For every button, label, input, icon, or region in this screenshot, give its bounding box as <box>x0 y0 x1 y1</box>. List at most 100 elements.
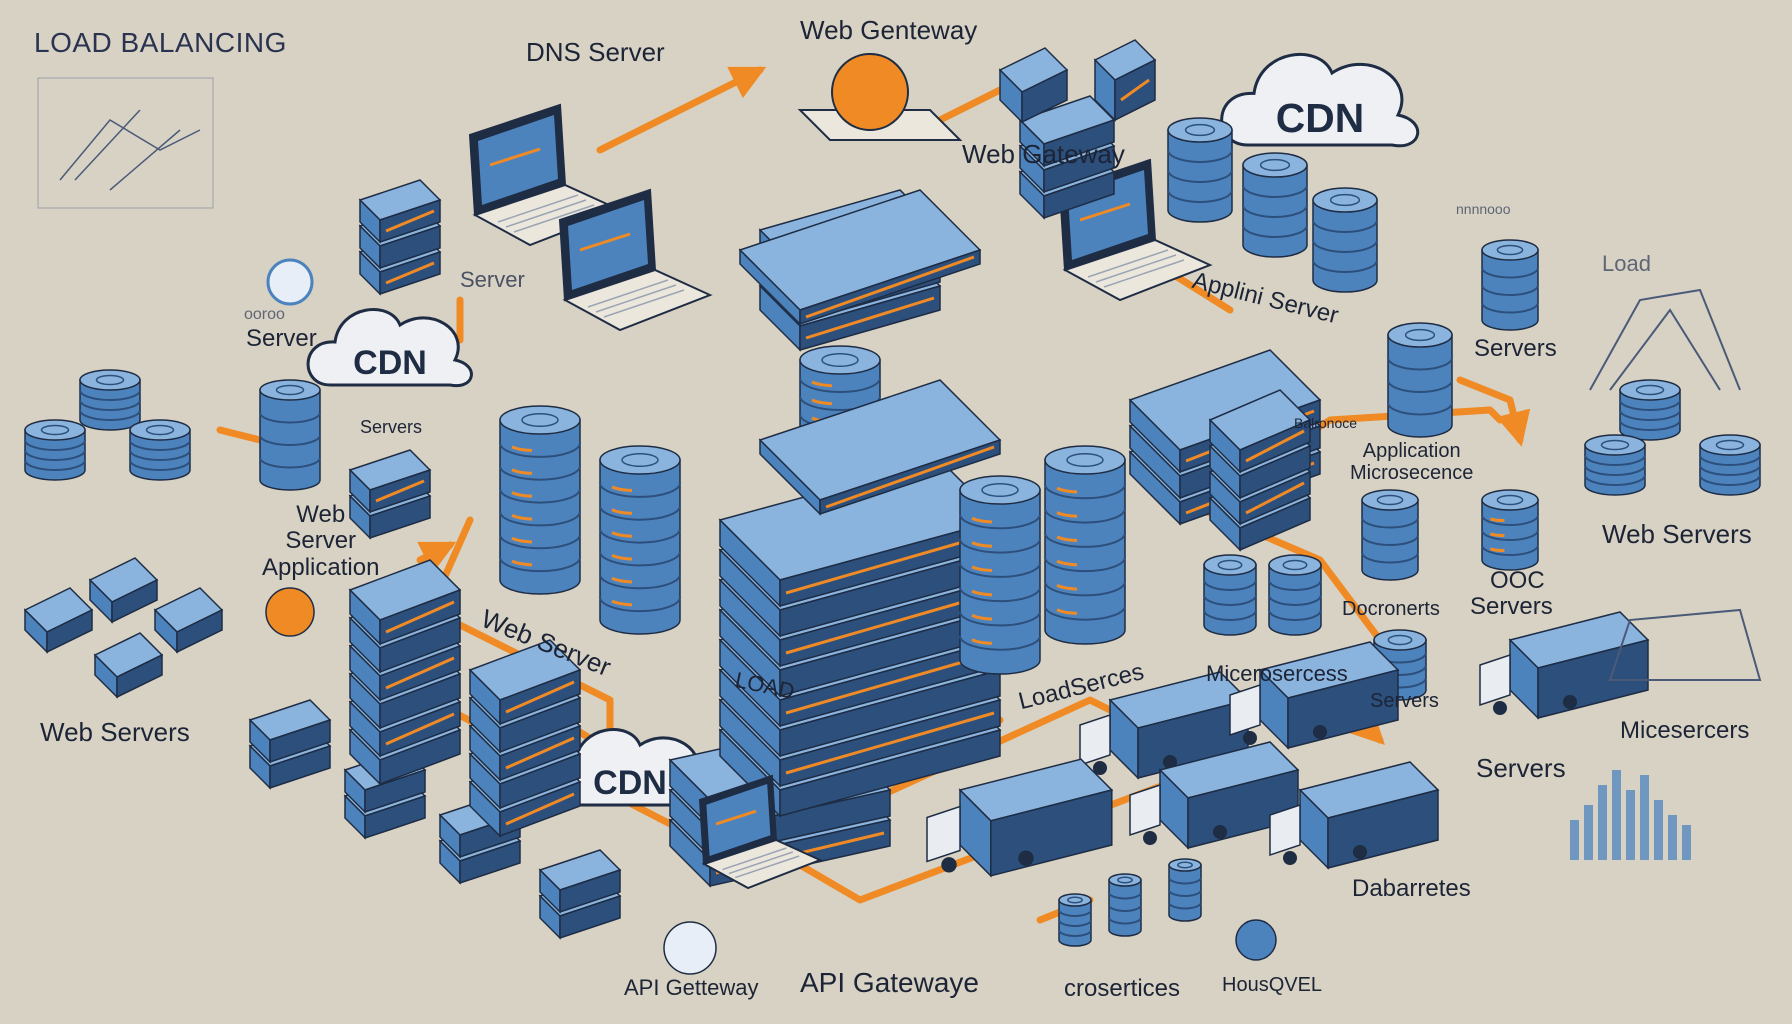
database-cylinder <box>1108 873 1142 937</box>
svg-text:CDN: CDN <box>593 764 667 802</box>
truck-cargo <box>1298 761 1440 870</box>
label-servers-small: Servers <box>360 417 423 437</box>
platform-layer <box>738 189 982 326</box>
sketch-frame <box>37 77 214 209</box>
diagram-title: LOAD BALANCING <box>34 27 287 58</box>
database-cylinder <box>1481 239 1539 331</box>
database-cylinder <box>1268 554 1322 636</box>
label-servers-upper-right-caption: nnnnooo <box>1456 201 1511 217</box>
label-web-server-application: Web Server Application <box>262 501 380 581</box>
database-cylinder <box>1699 434 1761 496</box>
server-unit <box>468 639 582 726</box>
label-servers-small-right: Servers <box>1370 690 1439 712</box>
database-cylinder <box>1044 445 1126 645</box>
database-cylinder <box>1361 489 1419 581</box>
laptop <box>468 103 623 247</box>
bar-graphic-bar <box>1654 800 1663 860</box>
bar-graphic-bar <box>1570 820 1579 860</box>
server-rack <box>248 699 332 790</box>
server-unit <box>248 699 332 764</box>
laptop <box>698 774 823 890</box>
server-unit <box>1208 389 1312 474</box>
database-cylinder <box>1168 858 1202 922</box>
label-servers-right-mid: Servers <box>1476 753 1566 783</box>
label-web-servers-left: Web Servers <box>40 717 190 747</box>
server-rack <box>348 449 432 540</box>
bar-graphic-bar <box>1584 805 1593 860</box>
database-cylinder <box>1058 893 1092 947</box>
right-databases <box>1058 117 1761 947</box>
left-databases <box>24 369 321 491</box>
connection-line <box>216 426 264 444</box>
server-unit <box>358 179 442 244</box>
bar-graphic-bar <box>1626 790 1635 860</box>
laptop <box>558 188 713 332</box>
database-cylinder <box>1619 379 1681 441</box>
label-micesercers: Micesercers <box>1620 717 1750 744</box>
server-unit <box>1093 39 1157 122</box>
delivery-truck <box>1269 761 1440 870</box>
server-unit <box>88 557 159 624</box>
delivery-truck <box>1479 611 1650 720</box>
connection-line <box>1456 376 1531 447</box>
connection-line <box>596 66 767 154</box>
label-micerosercess: Micerosercess <box>1206 661 1348 686</box>
database-cylinder <box>79 369 141 431</box>
server-rack <box>538 849 622 940</box>
database-cylinder <box>1481 489 1539 571</box>
server-unit <box>998 47 1069 124</box>
label-crosertices: crosertices <box>1064 975 1181 1002</box>
cdn-cloud-icon: CDN <box>306 308 473 388</box>
label-api-getteway: API Getteway <box>624 975 759 1000</box>
trucks <box>926 611 1650 878</box>
label-web-genteway: Web Genteway <box>800 15 978 45</box>
server-rack <box>348 559 462 786</box>
server-rack <box>718 459 1002 818</box>
bar-graphic <box>1570 770 1691 860</box>
server-rack <box>1018 95 1116 220</box>
database-cylinder <box>259 379 321 491</box>
svg-text:CDN: CDN <box>1276 95 1364 141</box>
label-api-gatewaye: API Gatewaye <box>800 967 979 998</box>
label-housqvel: HousQVEL <box>1222 974 1323 996</box>
database-cylinder <box>959 475 1041 675</box>
server-unit <box>93 632 164 699</box>
server-unit <box>23 587 94 654</box>
database-cylinder <box>499 405 581 595</box>
server-unit <box>538 849 622 914</box>
server-unit <box>1018 95 1116 168</box>
server-rack <box>1208 389 1312 552</box>
bar-graphic-bar <box>1640 775 1649 860</box>
bar-graphic-bar <box>1682 825 1691 860</box>
database-cylinder <box>1312 187 1378 293</box>
label-web-gateway: Web Gateway <box>962 139 1125 169</box>
sketch-figures-right <box>1589 288 1762 681</box>
database-cylinder <box>599 445 681 635</box>
label-servers-ooc: Servers <box>1470 593 1553 620</box>
server-rack <box>358 179 442 296</box>
database-cylinder <box>1167 117 1233 223</box>
database-cylinder <box>1203 554 1257 636</box>
label-balronoce: Balronoce <box>1294 415 1358 431</box>
delivery-truck <box>926 758 1114 878</box>
server-rack <box>468 639 582 838</box>
delivery-truck <box>1129 741 1300 850</box>
database-cylinder <box>1387 322 1453 438</box>
label-load-right: Load <box>1602 251 1651 276</box>
orange-nodes <box>265 258 1277 975</box>
label-servers-upper-right: Servers <box>1474 335 1557 362</box>
cdn-cloud-icon: CDN <box>1220 52 1419 148</box>
label-dns-server: DNS Server <box>526 37 665 67</box>
delivery-truck <box>1229 641 1400 750</box>
right-racks <box>998 39 1322 552</box>
label-server-caption: ooroo <box>244 306 285 323</box>
bar-graphic-bar <box>1598 785 1607 860</box>
connection-line <box>416 541 457 574</box>
label-application-microsecence: Application Microsecence <box>1350 440 1474 484</box>
label-server-left-2: Server <box>246 325 317 352</box>
bar-graphic-bar <box>1668 815 1677 860</box>
server-unit <box>348 449 432 514</box>
bar-graphic-bar <box>1612 770 1621 860</box>
